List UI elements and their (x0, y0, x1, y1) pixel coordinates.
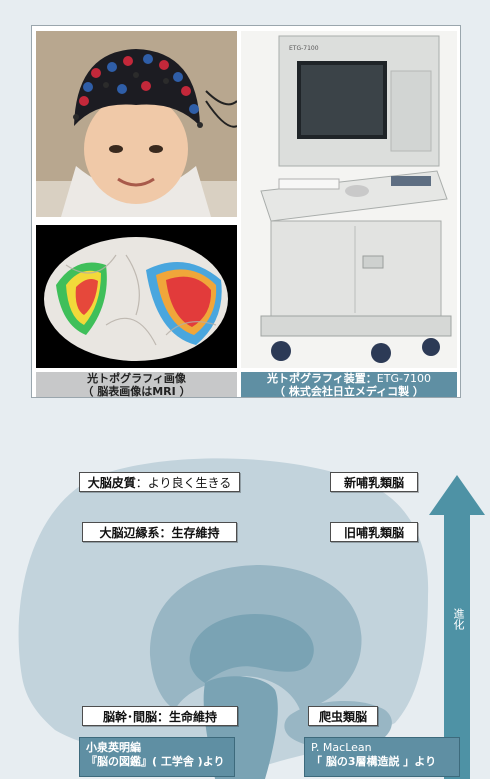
source-left-line2: 『脳の図鑑』( 工学舎 )より (86, 755, 225, 768)
brainstem-label: 脳幹･間脳：生命維持 (82, 706, 238, 726)
child-photo-illustration (36, 31, 237, 217)
source-citation-left: 小泉英明編 『脳の図鑑』( 工学舎 )より (79, 737, 235, 777)
brain-topography-image (36, 225, 237, 368)
source-right-line1: P. MacLean (311, 741, 372, 754)
caption-left-line1: 光トポグラフィ画像 (87, 371, 186, 385)
neocortex-label-main: 大脳皮質 (87, 475, 136, 490)
neomammalian-brain-label: 新哺乳類脳 (330, 472, 418, 492)
device-brand-text: ETG-7100 (289, 45, 319, 52)
limbic-label: 大脳辺縁系：生存維持 (82, 522, 237, 542)
evolution-label: 進化 (452, 608, 465, 630)
child-with-probe-cap-photo (36, 31, 237, 217)
etg-device-photo: ETG-7100 (241, 31, 457, 368)
caption-right-label: 光トポグラフィ装置： (267, 371, 377, 385)
paleomammalian-brain-label: 旧哺乳類脳 (330, 522, 418, 542)
brain-topography-illustration (36, 225, 237, 368)
etg-device-illustration: ETG-7100 (241, 31, 457, 368)
reptilian-brain-label: 爬虫類脳 (308, 706, 378, 726)
caption-left-line2: （ 脳表画像はMRI ） (82, 384, 191, 398)
caption-right-line2: （ 株式会社日立メディコ製 ） (274, 384, 424, 398)
topography-image-caption: 光トポグラフィ画像 （ 脳表画像はMRI ） (36, 371, 237, 398)
source-citation-right: P. MacLean 「 脳の3層構造説 」より (304, 737, 460, 777)
topography-device-caption: 光トポグラフィ装置：ETG-7100 （ 株式会社日立メディコ製 ） (241, 372, 457, 398)
neocortex-label-desc: ：より良く生きる (135, 475, 232, 490)
inner-cavity (189, 613, 314, 683)
caption-right-line1: 光トポグラフィ装置：ETG-7100 (267, 372, 431, 385)
source-left-line1: 小泉英明編 (86, 741, 141, 754)
triune-brain-diagram (18, 458, 485, 779)
caption-right-model: ETG-7100 (376, 371, 431, 385)
source-right-line2: 「 脳の3層構造説 」より (311, 755, 437, 768)
neocortex-label: 大脳皮質：より良く生きる (79, 472, 240, 492)
evolution-arrow (429, 475, 485, 779)
